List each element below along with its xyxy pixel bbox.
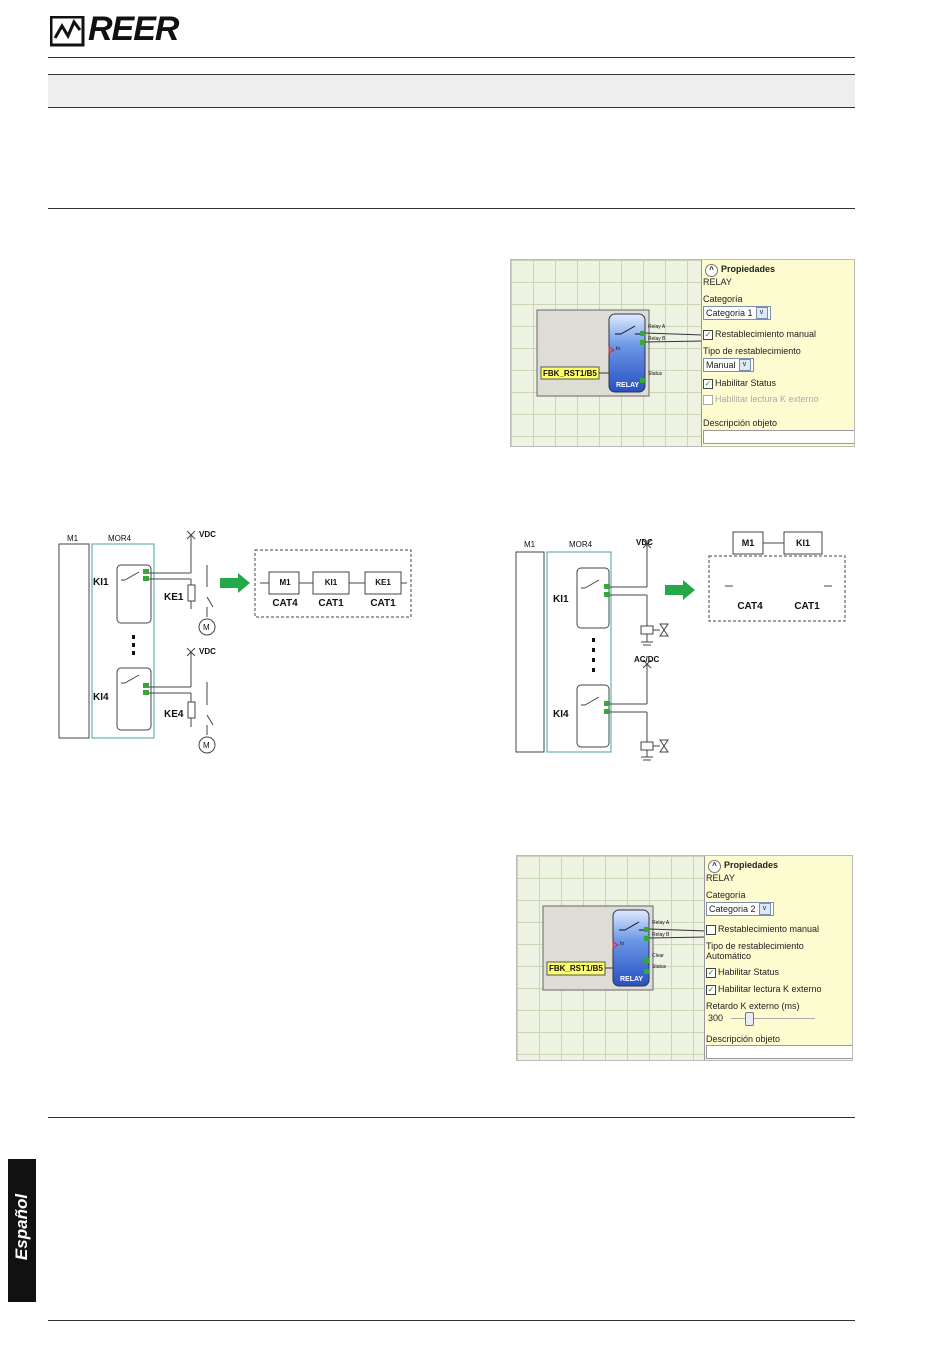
description-input[interactable] <box>703 430 854 444</box>
d1-ke1-label: KE1 <box>164 592 184 603</box>
d1-motor-2: M <box>203 741 210 750</box>
block-input-label[interactable]: FBK_RST1/B5 <box>543 369 597 378</box>
d1-ki4-label: KI4 <box>93 692 109 703</box>
d1-ke4-label: KE4 <box>164 709 184 720</box>
d2-mor4-label: MOR4 <box>569 540 593 549</box>
d1-m1-label: M1 <box>67 534 79 543</box>
d2-chain-box-2: KI1 <box>795 538 810 548</box>
checkmark-icon: ✓ <box>706 984 716 995</box>
d1-mor4-label: MOR4 <box>108 534 132 543</box>
checkmark-icon: ✓ <box>706 967 716 978</box>
object-type: RELAY <box>706 873 735 883</box>
description-label: Descripción objeto <box>703 418 778 428</box>
port-relay-a: Relay A <box>648 324 666 330</box>
d2-chain-cat-1: CAT4 <box>737 601 763 612</box>
reset-type-value: Automático <box>706 951 752 961</box>
language-tab: Español <box>8 1159 36 1302</box>
reset-type-label: Tipo de restablecimiento <box>706 941 804 951</box>
chevron-down-icon: v <box>758 903 771 915</box>
chevron-down-icon: v <box>738 359 751 371</box>
d2-vdc-label: VDC <box>636 538 653 547</box>
delay-label: Retardo K externo (ms) <box>706 1001 800 1011</box>
d1-motor-1: M <box>203 623 210 632</box>
d1-chain-cat-3: CAT1 <box>370 598 396 609</box>
block-name: RELAY <box>616 382 640 389</box>
delay-slider-track[interactable] <box>731 1018 815 1019</box>
d1-ki1-label: KI1 <box>93 577 109 588</box>
relay-block-canvas <box>542 905 707 991</box>
description-label: Descripción objeto <box>706 1034 781 1044</box>
chevron-down-icon: v <box>755 307 768 319</box>
d1-chain-cat-1: CAT4 <box>272 598 298 609</box>
section-title-band <box>48 74 855 108</box>
chevron-up-icon[interactable]: ^ <box>705 264 718 277</box>
port-clear: Clear <box>652 953 664 959</box>
d2-ki4-label: KI4 <box>553 709 569 720</box>
port-status: Status <box>648 371 663 377</box>
category-label: Categoría <box>706 890 746 900</box>
d2-chain-cat-2: CAT1 <box>794 601 820 612</box>
reset-type-label: Tipo de restablecimiento <box>703 346 801 356</box>
port-relay-b: Relay B <box>652 932 670 938</box>
reer-logo-icon <box>50 16 85 47</box>
d2-chain-box-1: M1 <box>741 538 755 548</box>
d1-vdc-top: VDC <box>199 530 216 539</box>
properties-sidebar: ^Propiedades RELAY Categoría Categoria 1… <box>701 260 854 446</box>
ext-k-checkbox[interactable]: ✓Habilitar lectura K externo <box>706 984 822 995</box>
relay-properties-panel-1: FBK_RST1/B5 RELAY Relay A Relay B In Sta… <box>510 259 855 447</box>
header-rule <box>48 57 855 58</box>
properties-sidebar: ^Propiedades RELAY Categoría Categoria 2… <box>704 856 852 1060</box>
d1-chain-box-1: M1 <box>279 578 291 587</box>
properties-header[interactable]: ^Propiedades <box>705 264 775 277</box>
footer-rule-top <box>48 1117 855 1118</box>
footer-rule-bottom <box>48 1320 855 1321</box>
d2-m1-label: M1 <box>524 540 536 549</box>
port-in: In <box>616 346 621 352</box>
object-type: RELAY <box>703 277 732 287</box>
d1-chain-cat-2: CAT1 <box>318 598 344 609</box>
d1-chain-box-3: KE1 <box>375 578 391 587</box>
ext-k-checkbox[interactable]: Habilitar lectura K externo <box>703 394 819 405</box>
checkmark-icon: ✓ <box>703 378 713 389</box>
d2-ki1-label: KI1 <box>553 594 569 605</box>
brand-logo <box>50 12 180 48</box>
checkbox-empty-icon <box>706 924 716 935</box>
wiring-diagram-2 <box>515 531 846 761</box>
delay-value: 300 <box>708 1013 724 1023</box>
delay-slider-handle[interactable] <box>745 1012 754 1026</box>
block-name: RELAY <box>620 976 644 983</box>
description-input[interactable] <box>706 1045 852 1059</box>
manual-reset-checkbox[interactable]: Restablecimiento manual <box>706 924 819 935</box>
port-status: Status <box>652 964 667 970</box>
manual-reset-checkbox[interactable]: ✓Restablecimiento manual <box>703 329 817 340</box>
properties-header[interactable]: ^Propiedades <box>708 860 778 873</box>
port-relay-a: Relay A <box>652 920 670 926</box>
chevron-up-icon[interactable]: ^ <box>708 860 721 873</box>
port-in: In <box>620 941 625 947</box>
relay-properties-panel-2: FBK_RST1/B5 RELAY Relay A Relay B In Cle… <box>516 855 853 1061</box>
category-label: Categoría <box>703 294 743 304</box>
brand-logo-text: REER <box>88 10 179 48</box>
d1-chain-box-2: KI1 <box>324 578 338 587</box>
d2-acdc-label: AC/DC <box>634 655 660 664</box>
status-checkbox[interactable]: ✓Habilitar Status <box>706 967 780 978</box>
section-rule <box>48 208 855 209</box>
d1-vdc-bottom: VDC <box>199 647 216 656</box>
wiring-diagram-1 <box>58 530 412 754</box>
relay-block-canvas <box>536 309 703 397</box>
status-checkbox[interactable]: ✓Habilitar Status <box>703 378 777 389</box>
checkmark-icon: ✓ <box>703 329 713 340</box>
port-relay-b: Relay B <box>648 336 666 342</box>
block-input-label[interactable]: FBK_RST1/B5 <box>549 964 603 973</box>
